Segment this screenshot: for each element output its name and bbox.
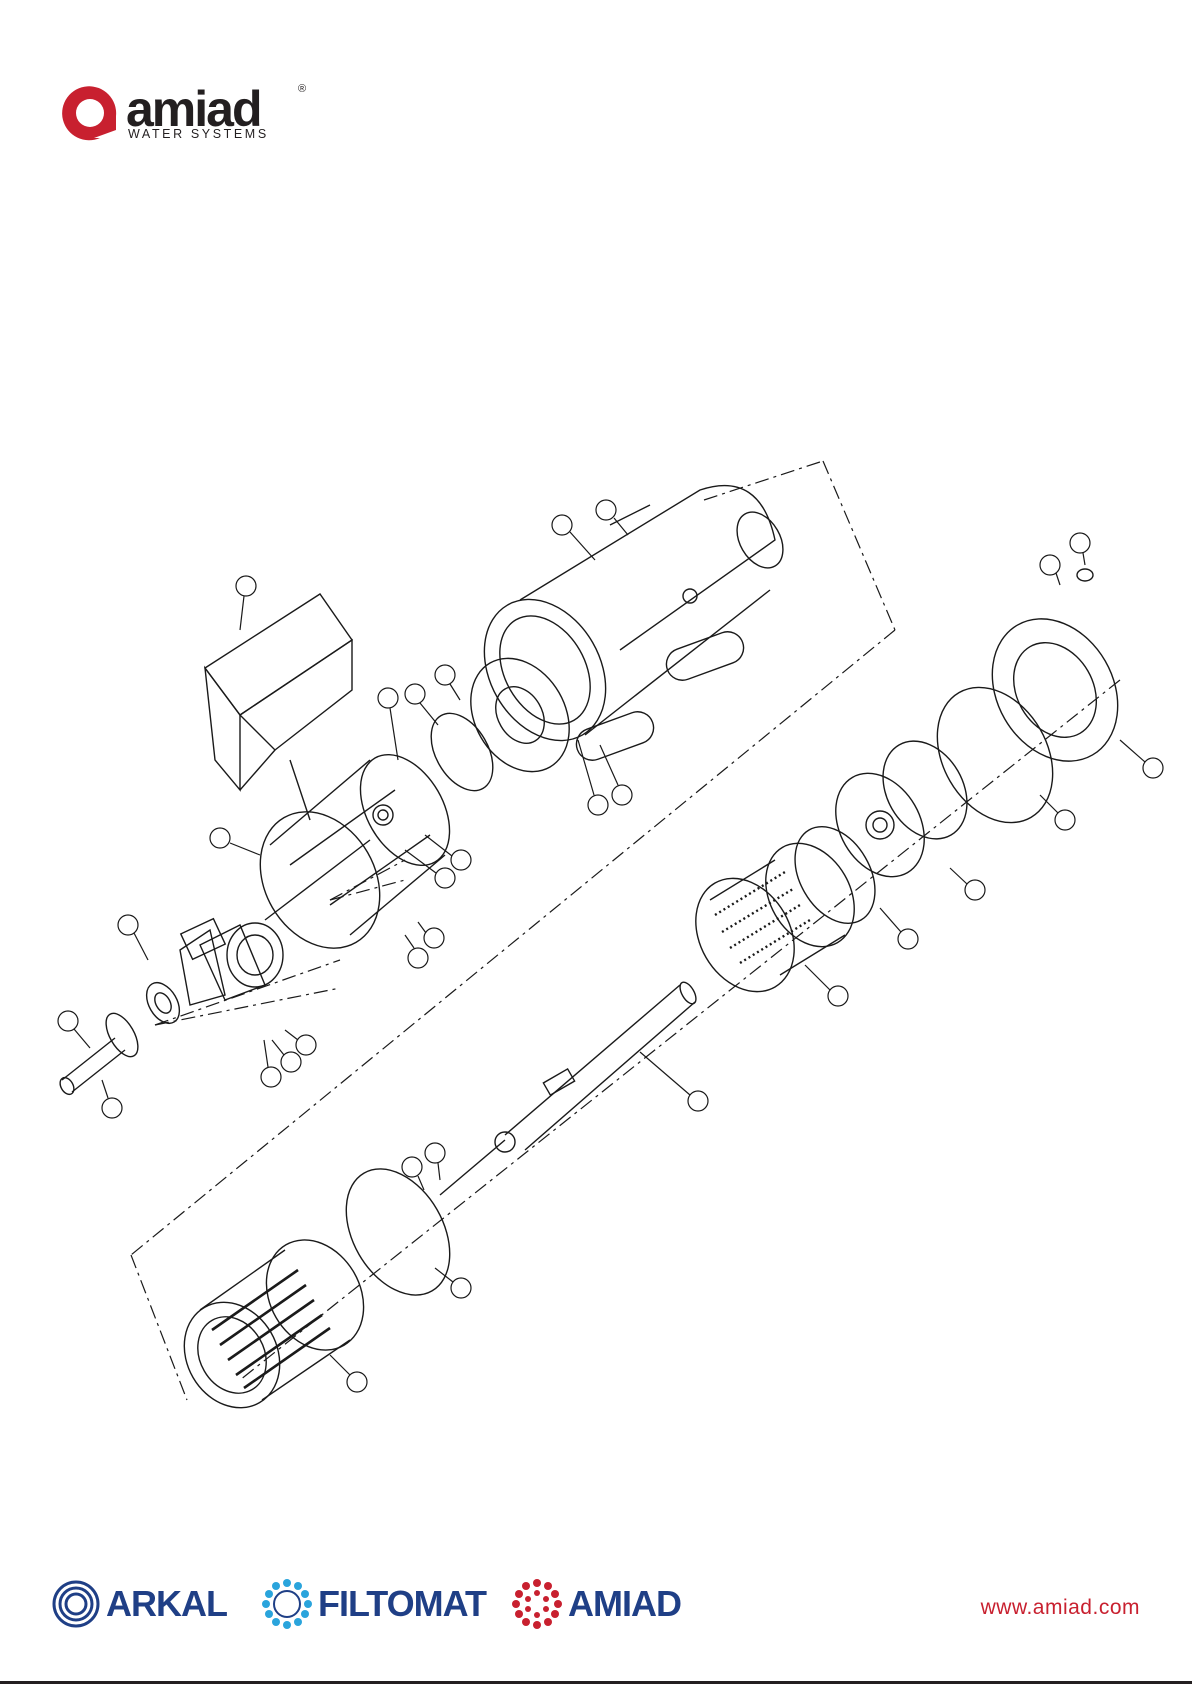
drive-housing-part bbox=[236, 739, 468, 970]
motor-cover-part bbox=[205, 594, 352, 820]
filtomat-dots-ring-icon bbox=[262, 1579, 312, 1629]
logo-tagline: WATER SYSTEMS bbox=[128, 127, 269, 141]
fine-screen-part bbox=[166, 1222, 383, 1420]
brand-arkal-name: ARKAL bbox=[106, 1583, 227, 1625]
footer-brand-bar: ARKAL FILTOMAT AMIAD www.amiad bbox=[0, 1560, 1192, 1646]
screen-gasket-part bbox=[779, 812, 892, 937]
brand-filtomat-name: FILTOMAT bbox=[318, 1583, 486, 1625]
exploded-assembly-drawing bbox=[0, 440, 1192, 1420]
coarse-screen-part bbox=[676, 827, 872, 1009]
website-link[interactable]: www.amiad.com bbox=[981, 1596, 1140, 1620]
filter-body-part bbox=[460, 486, 792, 765]
assembly-axis-dashed-lines bbox=[131, 461, 1120, 1400]
brand-filtomat: FILTOMAT bbox=[262, 1578, 486, 1630]
fine-screen-gasket-part bbox=[325, 1151, 471, 1314]
end-cover-part bbox=[967, 569, 1142, 784]
flange-part bbox=[451, 641, 589, 790]
brand-amiad: AMIAD bbox=[512, 1578, 681, 1630]
amiad-logo: amiad ® WATER SYSTEMS bbox=[56, 78, 346, 160]
dirt-collector-part bbox=[440, 980, 699, 1195]
part-callouts bbox=[58, 500, 1163, 1392]
perforated-hub-part bbox=[818, 726, 984, 893]
drive-shaft-part bbox=[57, 1008, 144, 1097]
logo-registered-mark: ® bbox=[298, 83, 306, 95]
brand-arkal: ARKAL bbox=[52, 1578, 227, 1630]
amiad-dots-ring-icon bbox=[512, 1579, 562, 1629]
arkal-rings-icon bbox=[52, 1580, 100, 1628]
motor-gearbox-part bbox=[140, 919, 283, 1029]
brand-amiad-name: AMIAD bbox=[568, 1583, 681, 1625]
amiad-swirl-icon bbox=[62, 86, 116, 140]
